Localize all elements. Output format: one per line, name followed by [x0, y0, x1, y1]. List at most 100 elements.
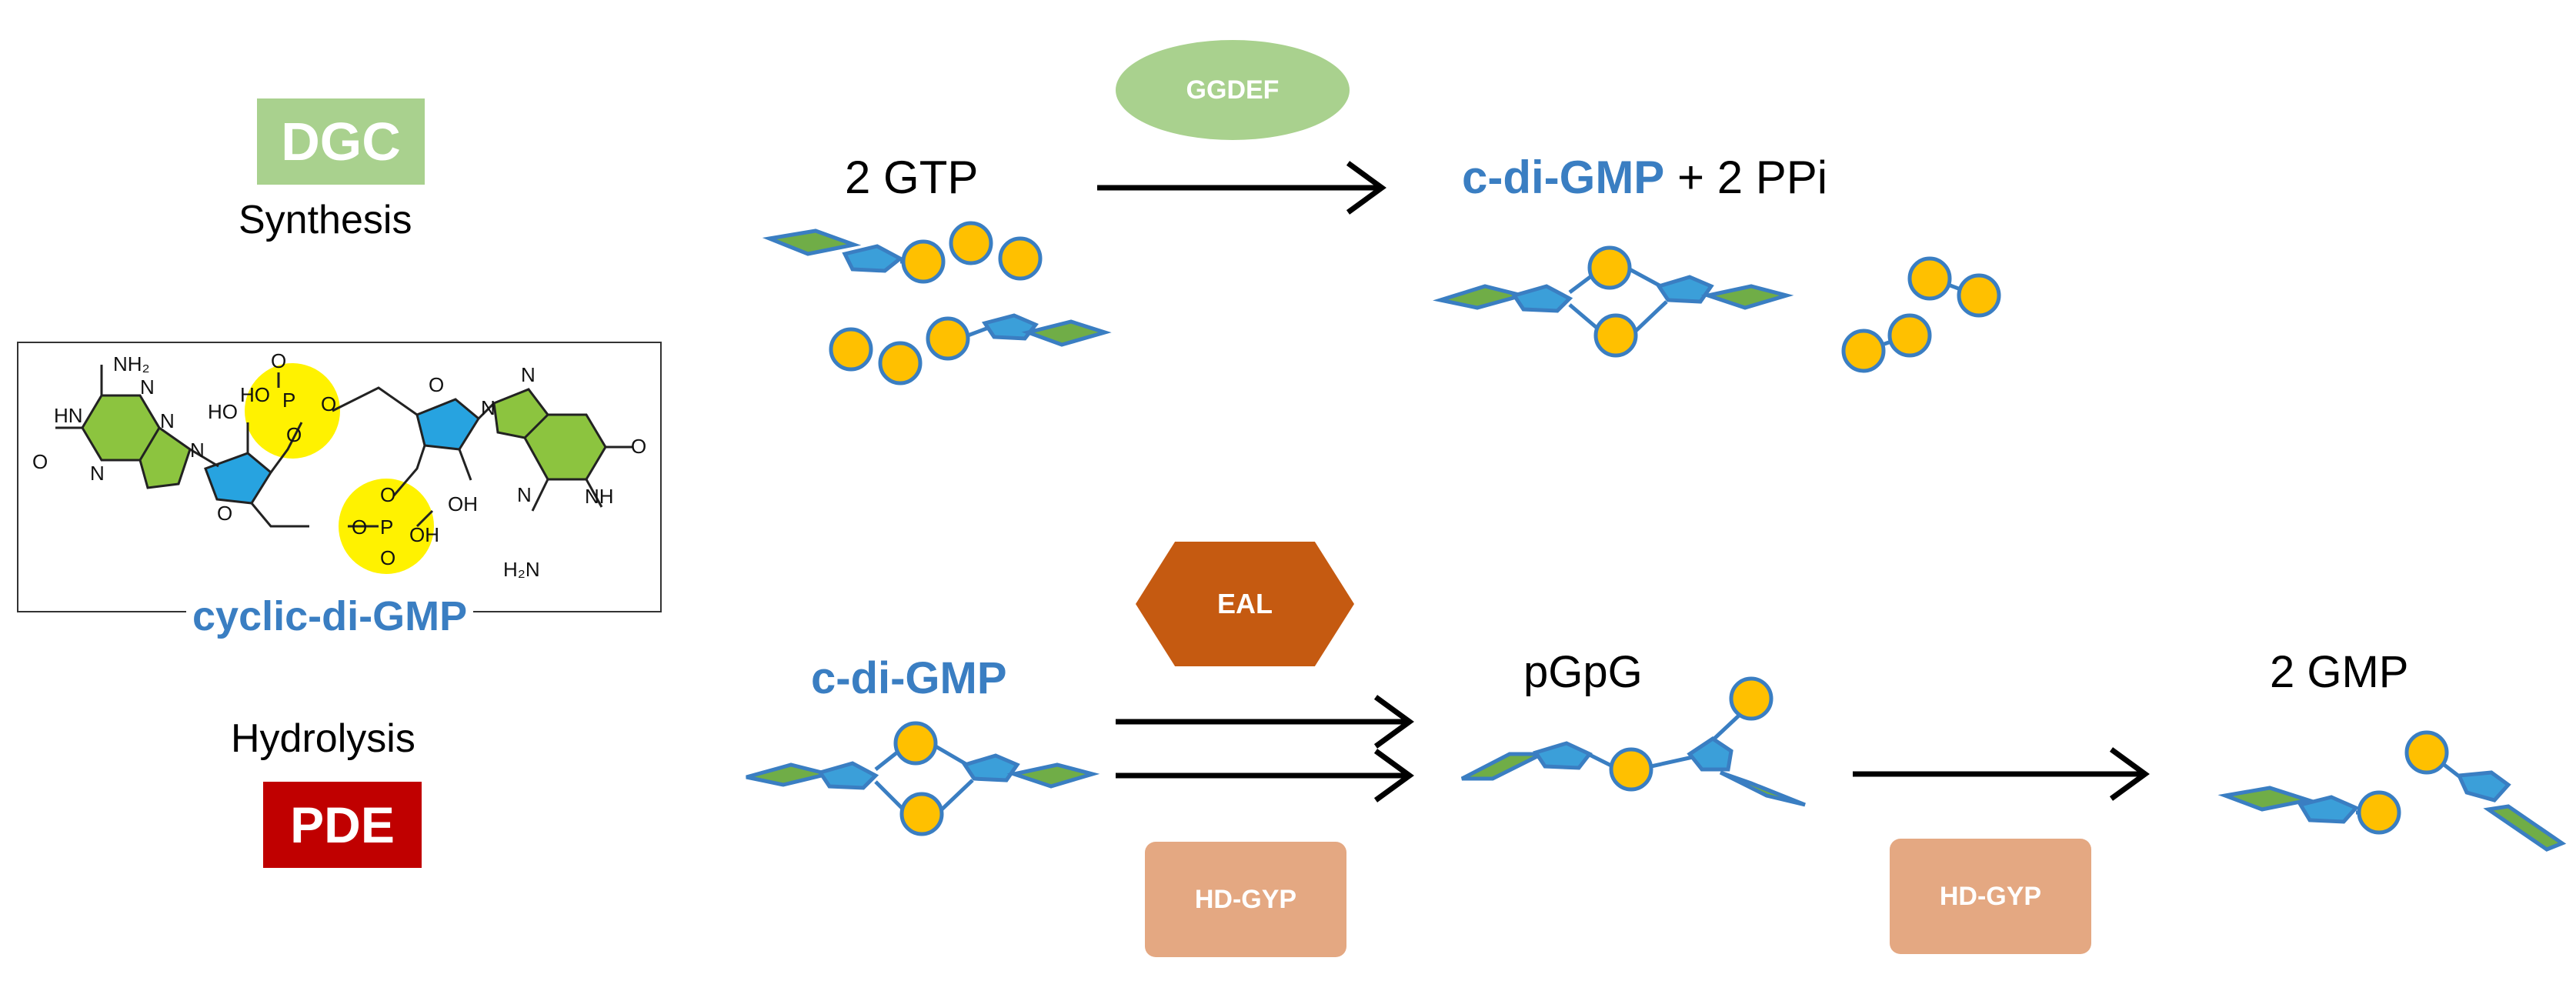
hydrolysis-substrate-label: c-di-GMP	[811, 653, 1007, 703]
atom-o-top: O	[271, 349, 286, 372]
atom-n-e: N	[481, 396, 496, 419]
cdigmp-product-phosphate-bottom	[1593, 313, 1638, 358]
atom-o-p2-left: O	[352, 516, 367, 539]
atom-n-f: N	[521, 363, 536, 386]
base-ring-left-5	[140, 428, 190, 488]
structure-name: cyclic-di-GMP	[186, 592, 474, 640]
eal-arrow-1	[1116, 695, 1414, 749]
hydrolysis-product-label: 2 GMP	[2270, 647, 2409, 697]
cdigmp-product	[1433, 245, 1794, 358]
atom-nh-right: NH	[585, 485, 614, 508]
gtp2-phosphate-2	[878, 341, 923, 385]
atom-nh2-top: NH₂	[113, 352, 150, 375]
gmp2-sugar	[2456, 770, 2511, 802]
atom-n-a: N	[140, 375, 155, 399]
cdigmp-sub-phosphate-bottom	[899, 792, 944, 836]
cdigmp-sub-base-left	[746, 762, 829, 787]
atom-oh-p2: OH	[409, 523, 439, 546]
atom-p-bottom: P	[380, 516, 393, 539]
base-ring-right-6	[525, 415, 606, 479]
ppi2-phosphate-1	[1841, 329, 1886, 373]
ggdef-enzyme: GGDEF	[1116, 40, 1350, 140]
atom-oh-sugar: OH	[448, 492, 478, 516]
gtp1-base	[762, 229, 862, 256]
gmp1-base	[2217, 786, 2316, 812]
gtp-molecule-2	[829, 313, 1112, 385]
pgpg-phosphate-middle	[1609, 747, 1653, 792]
atom-p-top: P	[282, 389, 295, 412]
eal-enzyme: EAL	[1136, 542, 1354, 666]
ppi1-phosphate-2	[1957, 273, 2001, 318]
hdgyp-enzyme-1: HD-GYP	[1145, 842, 1346, 957]
gtp1-phosphate-2	[949, 221, 993, 265]
gmp-molecule-2	[2404, 730, 2567, 852]
synthesis-label: Synthesis	[239, 198, 412, 242]
gtp-molecule-1	[762, 221, 1043, 284]
atom-o-p2-top: O	[380, 483, 395, 506]
cdigmp-product-phosphate-top	[1587, 245, 1632, 290]
ribose-right	[417, 399, 479, 449]
pgpg-sugar-right	[1687, 736, 1733, 772]
synthesis-product-name: c-di-GMP	[1462, 152, 1665, 203]
cdigmp-sub-phosphate-top	[893, 721, 938, 766]
synthesis-product-rest: + 2 PPi	[1664, 152, 1828, 203]
gmp1-sugar	[2297, 795, 2360, 824]
pgpg-sugar-left	[1533, 741, 1593, 770]
synthesis-arrow	[1097, 161, 1386, 215]
atom-n-b: N	[160, 409, 175, 432]
gmp1-phosphate	[2357, 790, 2401, 835]
atom-hn-left: HN	[54, 404, 83, 427]
ppi1-phosphate-1	[1907, 256, 1952, 301]
phosphate-highlight-top	[245, 363, 340, 459]
intermediate-label: pGpG	[1523, 647, 1643, 697]
atom-o-ring-left: O	[217, 502, 232, 525]
atom-n-g: N	[517, 483, 532, 506]
atom-h2n-bottom: H₂N	[503, 558, 540, 581]
dgc-badge: DGC	[257, 98, 425, 185]
cdigmp-product-base-left	[1433, 284, 1530, 310]
cdigmp-sub-base-right	[1006, 762, 1100, 789]
pgpg-phosphate-top	[1729, 676, 1774, 721]
gtp2-phosphate-1	[829, 327, 873, 372]
pde-badge: PDE	[263, 782, 422, 868]
atom-n-d: N	[190, 439, 205, 462]
hdgyp-arrow	[1853, 747, 2150, 801]
gmp2-base	[2483, 804, 2567, 852]
atom-n-c: N	[90, 462, 105, 485]
gtp1-phosphate-1	[901, 239, 946, 284]
gtp2-base	[1021, 319, 1112, 347]
gmp2-phosphate	[2404, 730, 2449, 775]
atom-o-ring-right: O	[429, 373, 444, 396]
gtp2-phosphate-3	[926, 316, 970, 361]
phosphate-highlight-bottom	[339, 479, 434, 574]
ribose-left	[205, 453, 271, 503]
base-ring-left-6	[82, 395, 159, 460]
atom-o-right: O	[631, 435, 646, 458]
atom-o-p-right: O	[321, 392, 336, 415]
eal-arrow-2	[1116, 749, 1414, 802]
gtp1-phosphate-3	[998, 236, 1043, 281]
gtp2-sugar	[981, 313, 1039, 341]
pgpg-base-left	[1460, 752, 1543, 781]
cdigmp-product-base-right	[1700, 284, 1794, 310]
ppi2-phosphate-2	[1887, 313, 1932, 358]
synthesis-product-label: c-di-GMP + 2 PPi	[1462, 151, 1827, 204]
cdigmp-product-sugar-right	[1656, 275, 1714, 304]
atom-o-p-bottom: O	[286, 423, 302, 446]
atom-o-left: O	[32, 450, 48, 473]
cdigmp-substrate	[746, 721, 1100, 836]
synthesis-substrate-label: 2 GTP	[845, 152, 979, 203]
atom-ho-p: HO	[240, 383, 270, 406]
gmp-molecule-1	[2217, 786, 2401, 835]
hdgyp-enzyme-2: HD-GYP	[1890, 839, 2091, 954]
pgpg-base-right	[1719, 770, 1806, 807]
cdigmp-sub-sugar-left	[817, 761, 879, 790]
cdigmp-product-sugar-left	[1511, 284, 1573, 313]
cyclic-di-gmp-structure: NH₂ HN N N O N N HO O HO P O O O O N N O…	[32, 349, 646, 581]
hydrolysis-label: Hydrolysis	[231, 716, 415, 761]
ppi-molecules	[1841, 256, 2001, 373]
pgpg-molecule	[1460, 676, 1806, 807]
atom-o-p2-bottom: O	[380, 546, 395, 569]
cdigmp-sub-sugar-right	[962, 753, 1020, 782]
